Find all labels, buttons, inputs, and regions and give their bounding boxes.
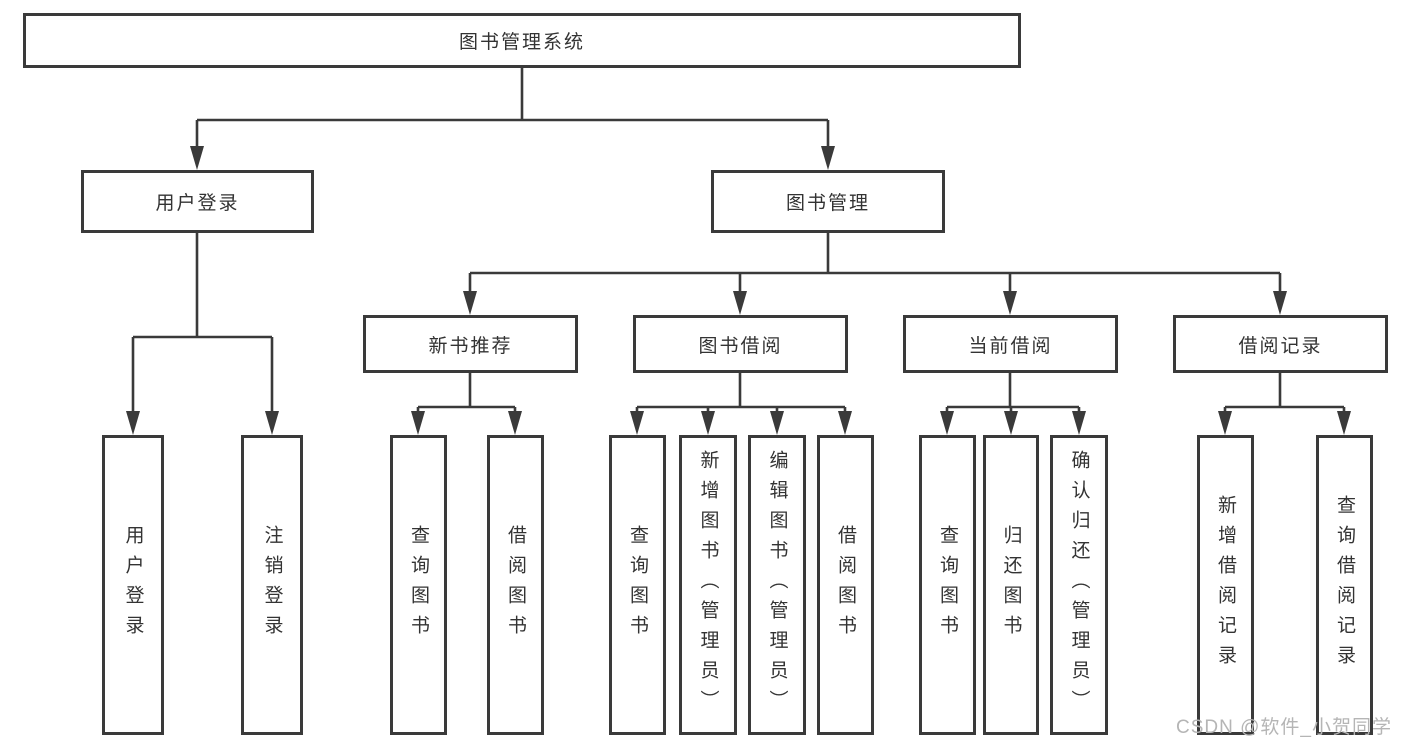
arrowhead (1337, 411, 1351, 435)
leaf-add-book-admin: 新增图书（管理员） (679, 435, 737, 735)
leaf-query-borrow-record-label: 查询借阅记录 (1334, 495, 1355, 675)
leaf-query-books-borrowing: 查询图书 (609, 435, 666, 735)
arrowhead (940, 411, 954, 435)
arrowhead (630, 411, 644, 435)
leaf-user-login-label: 用户登录 (122, 525, 144, 645)
leaf-query-books-current-label: 查询图书 (937, 525, 958, 645)
arrowhead (126, 411, 140, 435)
leaf-query-books-current: 查询图书 (919, 435, 976, 735)
node-new-book-recommendation-label: 新书推荐 (428, 335, 513, 357)
node-book-borrowing: 图书借阅 (633, 315, 848, 373)
arrowhead (770, 411, 784, 435)
leaf-confirm-return-admin: 确认归还（管理员） (1050, 435, 1108, 735)
leaf-borrow-books-borrowing: 借阅图书 (817, 435, 874, 735)
leaf-logout: 注销登录 (241, 435, 303, 735)
arrowhead (838, 411, 852, 435)
leaf-return-books: 归还图书 (983, 435, 1039, 735)
node-user-login-label: 用户登录 (155, 193, 240, 214)
leaf-query-borrow-record: 查询借阅记录 (1316, 435, 1373, 735)
leaf-logout-label: 注销登录 (261, 525, 283, 645)
arrowhead (1004, 411, 1018, 435)
leaf-edit-book-admin-label: 编辑图书（管理员） (766, 450, 788, 720)
leaf-query-books-recommend-label: 查询图书 (408, 525, 429, 645)
node-current-borrowing-label: 当前借阅 (968, 335, 1053, 357)
leaf-user-login: 用户登录 (102, 435, 164, 735)
arrowhead (1072, 411, 1086, 435)
node-book-management-label: 图书管理 (785, 193, 870, 214)
arrowhead (190, 146, 204, 170)
arrowhead (265, 411, 279, 435)
node-current-borrowing: 当前借阅 (903, 315, 1118, 373)
arrowhead (733, 291, 747, 315)
leaf-add-borrow-record: 新增借阅记录 (1197, 435, 1254, 735)
node-book-management: 图书管理 (711, 170, 945, 233)
arrowhead (821, 146, 835, 170)
arrowhead (701, 411, 715, 435)
arrowhead (463, 291, 477, 315)
arrowhead (508, 411, 522, 435)
node-root: 图书管理系统 (23, 13, 1021, 68)
watermark: CSDN @软件_小贺同学 (1176, 717, 1392, 738)
leaf-borrow-books-recommend: 借阅图书 (487, 435, 544, 735)
node-user-login: 用户登录 (81, 170, 314, 233)
leaf-edit-book-admin: 编辑图书（管理员） (748, 435, 806, 735)
leaf-confirm-return-admin-label: 确认归还（管理员） (1068, 450, 1090, 720)
leaf-borrow-books-recommend-label: 借阅图书 (505, 525, 526, 645)
leaf-return-books-label: 归还图书 (1000, 525, 1022, 645)
arrowhead (1003, 291, 1017, 315)
node-root-label: 图书管理系统 (458, 32, 585, 53)
node-new-book-recommendation: 新书推荐 (363, 315, 578, 373)
node-borrowing-records-label: 借阅记录 (1238, 335, 1323, 357)
node-borrowing-records: 借阅记录 (1173, 315, 1388, 373)
arrowhead (411, 411, 425, 435)
leaf-add-borrow-record-label: 新增借阅记录 (1215, 495, 1236, 675)
leaf-borrow-books-borrowing-label: 借阅图书 (835, 525, 856, 645)
arrowhead (1218, 411, 1232, 435)
arrowhead (1273, 291, 1287, 315)
leaf-add-book-admin-label: 新增图书（管理员） (697, 450, 719, 720)
leaf-query-books-borrowing-label: 查询图书 (627, 525, 648, 645)
leaf-query-books-recommend: 查询图书 (390, 435, 447, 735)
node-book-borrowing-label: 图书借阅 (698, 335, 783, 357)
